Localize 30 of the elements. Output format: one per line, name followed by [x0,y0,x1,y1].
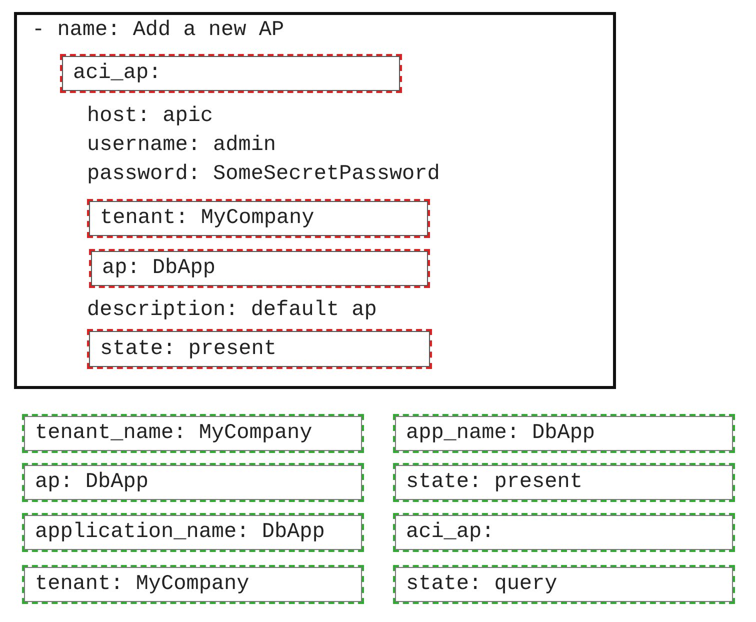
code-line: username: admin [87,135,276,156]
drop-zone [89,249,430,288]
answer-tile [393,463,735,502]
code-line: state: present [406,472,582,493]
drop-zone [87,329,432,369]
answer-tile [22,513,364,552]
code-line: state: present [100,338,276,360]
answer-tile [22,463,364,502]
code-line: tenant: MyCompany [100,208,314,229]
answer-tile [22,565,364,604]
answer-tile [393,513,735,552]
code-line: tenant: MyCompany [35,574,250,595]
code-line: password: SomeSecretPassword [87,164,440,185]
code-line: ap: DbApp [102,258,216,279]
answer-tile [393,565,735,604]
code-line: tenant_name: MyCompany [35,423,312,444]
drop-zone [60,54,402,93]
code-line: ap: DbApp [35,472,148,493]
code-line: state: query [406,574,558,595]
code-panel [14,12,616,389]
code-line: application_name: DbApp [35,522,325,543]
code-line: aci_ap: [406,522,494,543]
code-line: app_name: DbApp [406,423,596,444]
code-line: description: default ap [87,300,377,321]
drop-zone [87,199,430,238]
answer-tile [393,414,735,453]
code-line: - name: Add a new AP [32,20,284,41]
answer-tile [22,414,364,453]
code-line: aci_ap: [73,63,162,84]
code-line: host: apic [87,106,214,127]
